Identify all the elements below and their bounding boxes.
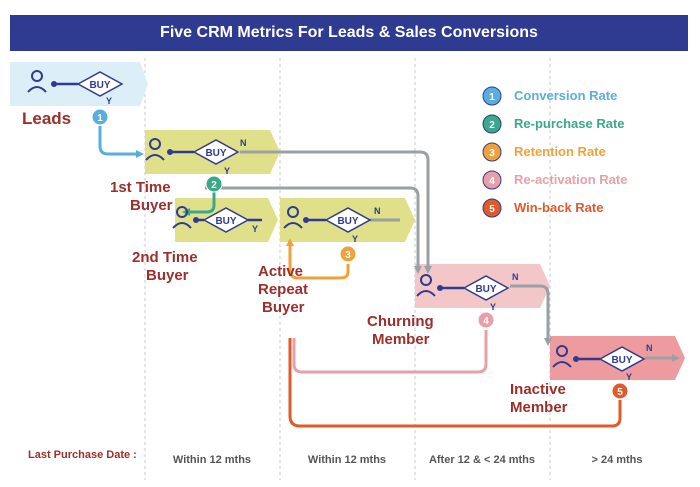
svg-text:BUY: BUY <box>215 216 236 227</box>
second-time-label-2: Buyer <box>146 267 189 284</box>
svg-text:N: N <box>512 272 519 282</box>
svg-text:Re-purchase Rate: Re-purchase Rate <box>514 116 625 131</box>
active-label-3: Buyer <box>262 299 305 316</box>
svg-text:N: N <box>646 343 653 353</box>
metric-badge-1 <box>91 108 109 126</box>
svg-text:Y: Y <box>224 166 230 176</box>
svg-text:BUY: BUY <box>337 216 358 227</box>
inactive-label-2: Member <box>510 399 568 416</box>
first-time-node: BUY N Y 2 <box>145 138 247 193</box>
first-time-label-2: Buyer <box>130 197 173 214</box>
metric-badge-2 <box>205 175 223 193</box>
svg-text:Retention Rate: Retention Rate <box>514 144 606 159</box>
svg-text:Win-back Rate: Win-back Rate <box>514 200 603 215</box>
svg-text:1: 1 <box>97 113 103 124</box>
legend-item-winback: 5 Win-back Rate <box>482 198 603 218</box>
leads-label: Leads <box>22 109 71 128</box>
legend-item-conversion: 1 Conversion Rate <box>482 86 617 106</box>
inactive-node: BUY N Y 5 <box>552 343 653 400</box>
footer: Last Purchase Date : Within 12 mths With… <box>28 449 643 466</box>
metric-badge-4 <box>477 311 495 329</box>
svg-text:Y: Y <box>352 234 358 244</box>
reactivation-flow <box>292 330 488 374</box>
svg-text:2: 2 <box>211 180 217 191</box>
svg-text:Y: Y <box>626 372 632 382</box>
svg-text:2: 2 <box>489 120 495 131</box>
active-label-2: Repeat <box>258 281 308 298</box>
legend-item-repurchase: 2 Re-purchase Rate <box>482 114 625 134</box>
svg-text:5: 5 <box>489 204 495 215</box>
legend-item-retention: 3 Retention Rate <box>482 142 606 162</box>
footer-col-1: Within 12 mths <box>173 454 251 466</box>
svg-text:BUY: BUY <box>89 80 110 91</box>
svg-text:1: 1 <box>489 92 495 103</box>
metric-badge-5 <box>611 382 629 400</box>
inactive-label-1: Inactive <box>510 381 566 398</box>
footer-label: Last Purchase Date : <box>28 449 137 461</box>
legend: 1 Conversion Rate 2 Re-purchase Rate 3 R… <box>482 86 627 218</box>
churning-label-2: Member <box>372 331 430 348</box>
svg-text:4: 4 <box>489 176 495 187</box>
conversion-flow <box>98 126 144 158</box>
svg-text:N: N <box>374 206 381 216</box>
retention-flow <box>286 238 350 280</box>
svg-text:Re-activation Rate: Re-activation Rate <box>514 172 627 187</box>
active-repeat-node: BUY N Y 3 <box>283 206 381 263</box>
second-time-label-1: 2nd Time <box>132 249 198 266</box>
legend-item-reactivation: 4 Re-activation Rate <box>482 170 627 190</box>
first-time-label-1: 1st Time <box>110 179 171 196</box>
svg-text:N: N <box>240 138 247 148</box>
churning-node: BUY N Y 4 <box>416 272 519 329</box>
svg-text:5: 5 <box>617 387 623 398</box>
svg-text:3: 3 <box>345 250 351 261</box>
svg-text:BUY: BUY <box>475 284 496 295</box>
footer-col-3: After 12 & < 24 mths <box>429 454 535 466</box>
svg-text:Y: Y <box>106 96 112 106</box>
winback-flow <box>288 338 622 428</box>
svg-text:4: 4 <box>483 316 489 327</box>
svg-text:Conversion Rate: Conversion Rate <box>514 88 617 103</box>
metric-badge-3 <box>339 245 357 263</box>
title-bar: Five CRM Metrics For Leads & Sales Conve… <box>10 15 688 51</box>
svg-text:Y: Y <box>490 302 496 312</box>
leads-node: BUY Y 1 <box>27 70 124 126</box>
svg-text:BUY: BUY <box>611 355 632 366</box>
buy-decision <box>76 71 124 97</box>
page-title: Five CRM Metrics For Leads & Sales Conve… <box>160 24 538 41</box>
no-flow-lines <box>205 150 680 362</box>
svg-text:Y: Y <box>252 224 258 234</box>
churning-label-1: Churning <box>367 313 434 330</box>
footer-col-4: > 24 mths <box>591 454 642 466</box>
svg-text:BUY: BUY <box>205 148 226 159</box>
repurchase-flow <box>182 192 216 216</box>
active-label-1: Active <box>258 263 303 280</box>
second-time-node: BUY Y <box>172 206 262 234</box>
svg-text:3: 3 <box>489 148 495 159</box>
footer-col-2: Within 12 mths <box>308 454 386 466</box>
